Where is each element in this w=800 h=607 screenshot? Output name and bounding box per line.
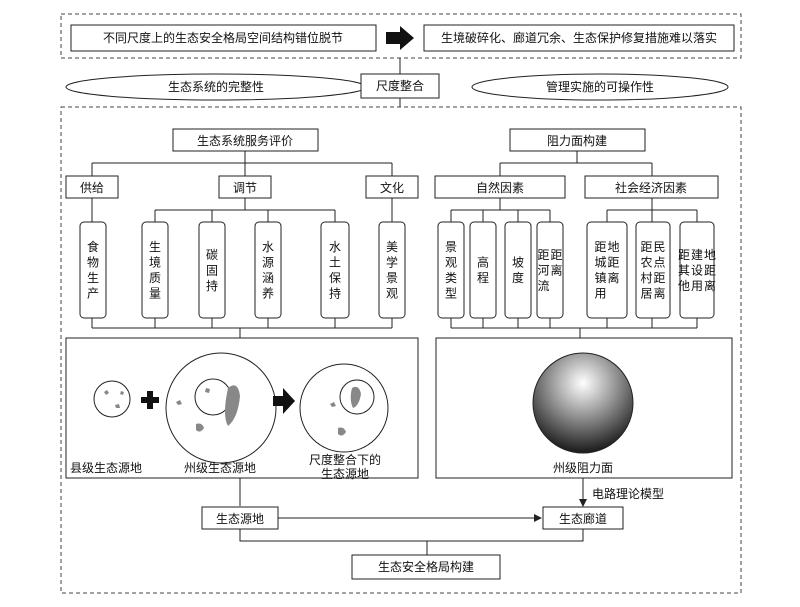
- plus-icon: [141, 391, 159, 409]
- bold-arrow-icon: [386, 26, 414, 50]
- left-leaf-boxes: 食物生产 生境质量 碳固持 水源涵养 水土保持 美学景观: [79, 221, 406, 319]
- problem-box: [70, 24, 377, 52]
- leaf-text: 距城镇用地距离: [594, 240, 619, 301]
- consequence-text: 生境破碎化、廊道冗余、生态保护修复措施难以落实: [441, 30, 717, 45]
- operability-text: 管理实施的可操作性: [546, 79, 654, 94]
- leaf-text: 距农村居民点距离: [640, 240, 665, 301]
- county-source-label: 县级生态源地: [70, 461, 142, 475]
- category-label: 调节: [233, 181, 257, 195]
- resistance-surface-circle: [532, 352, 634, 454]
- scale-integration-box: [360, 73, 440, 99]
- leaf-box: [378, 221, 406, 319]
- county-source-circle: [93, 380, 131, 418]
- leaf-box: [254, 221, 282, 319]
- leaf-text: 距其他建设用地距离: [678, 248, 716, 293]
- problem-text: 不同尺度上的生态安全格局空间结构错位脱节: [103, 30, 343, 45]
- prefecture-source-label: 州级生态源地: [184, 461, 256, 475]
- bold-arrow-icon: [273, 388, 295, 414]
- leaf-text: 景观类型: [445, 240, 457, 301]
- tree-lines: [239, 529, 584, 555]
- integrity-text: 生态系统的完整性: [168, 79, 264, 94]
- leaf-text: 高程: [477, 255, 489, 286]
- leaf-box: [141, 221, 169, 319]
- resistance-panel-label: 州级阻力面: [553, 461, 613, 475]
- operability-ellipse: [471, 73, 729, 101]
- leaf-text: 食物生产: [87, 239, 99, 301]
- tree-lines: [91, 198, 393, 222]
- patch-shapes: [104, 390, 124, 408]
- leaf-box: [79, 221, 107, 319]
- result-box: [351, 554, 501, 580]
- patch-shapes: [330, 386, 361, 436]
- ecosystem-service-text: 生态系统服务评价: [197, 133, 293, 148]
- leaf-text: 碳固持: [206, 248, 218, 293]
- source-text: 生态源地: [216, 512, 264, 526]
- leaf-text: 水源涵养: [262, 240, 274, 301]
- main-section-frame: [60, 106, 742, 594]
- tree-lines: [450, 318, 698, 338]
- circuit-model-label: 电路理论模型: [592, 486, 664, 501]
- tree-lines: [91, 151, 393, 176]
- leaf-box: [504, 221, 532, 319]
- top-section-frame: [60, 13, 742, 59]
- leaf-box: [635, 221, 671, 319]
- leaf-box: [469, 221, 497, 319]
- resistance-text: 阻力面构建: [547, 133, 607, 148]
- leaf-text: 生境质量: [149, 240, 161, 301]
- leaf-text: 美学景观: [386, 240, 398, 301]
- leaf-text: 坡度: [512, 256, 524, 286]
- corridor-text: 生态廊道: [559, 511, 607, 526]
- scale-integration-text: 尺度整合: [376, 78, 424, 93]
- patch-shapes: [176, 385, 240, 432]
- leaf-text: 水土保持: [329, 240, 341, 301]
- leaf-box: [320, 221, 350, 319]
- integrated-source-label-line2: 生态源地: [321, 467, 369, 481]
- leaf-text: 距河流距离: [537, 248, 562, 293]
- leaf-box: [586, 221, 628, 319]
- category-label: 社会经济因素: [615, 180, 687, 195]
- tree-lines: [91, 318, 393, 338]
- tree-lines: [499, 151, 653, 176]
- tree-lines: [450, 198, 698, 222]
- category-label: 供给: [80, 181, 104, 195]
- integrated-source-label-line1: 尺度整合下的: [309, 452, 381, 467]
- leaf-box: [437, 221, 465, 319]
- category-label: 自然因素: [476, 180, 524, 195]
- result-text: 生态安全格局构建: [378, 559, 474, 574]
- consequence-box: [423, 24, 735, 52]
- category-label: 文化: [380, 180, 404, 195]
